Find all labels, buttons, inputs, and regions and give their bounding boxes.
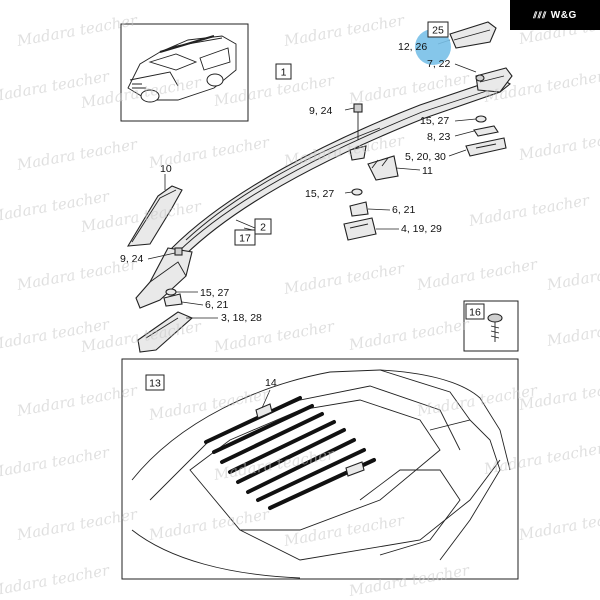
watermark-text: Madara teacher xyxy=(15,505,140,544)
part-label-9-24-left: 9, 24 xyxy=(120,253,144,265)
part-label-10: 10 xyxy=(160,163,172,175)
part-10-cover xyxy=(126,185,183,247)
watermark-text: Madara teacher xyxy=(15,381,140,420)
vehicle-inset xyxy=(120,23,249,122)
part-label-8-23: 8, 23 xyxy=(427,131,451,143)
watermark-text: Madara teacher xyxy=(545,255,600,294)
highlight-marker xyxy=(415,29,451,65)
watermark-text: Madara teacher xyxy=(282,259,407,298)
watermark-text: Madara teacher xyxy=(15,135,140,174)
part-label-13: 13 xyxy=(149,378,161,390)
watermark-text: Madara teacher xyxy=(545,311,600,350)
part-label-14: 14 xyxy=(265,377,277,389)
watermark-text: Madara teacher xyxy=(282,11,407,50)
watermark-text: Madara teacher xyxy=(415,255,540,294)
part-labels: 12, 26 7, 22 9, 24 15, 27 8, 23 5, 20, 3… xyxy=(120,41,451,389)
watermark-text: Madara teacher xyxy=(0,561,111,600)
part-label-16: 16 xyxy=(469,307,481,319)
brand-logo: ⫽⫽⫽ W&G xyxy=(510,0,600,30)
part-label-15-27-left: 15, 27 xyxy=(200,287,229,299)
part-label-6-21-left: 6, 21 xyxy=(205,299,229,311)
roof-rail xyxy=(135,67,513,309)
part-label-6-21-mid: 6, 21 xyxy=(392,204,416,216)
roof-detail-box xyxy=(121,358,519,580)
watermark-text: Madara teacher xyxy=(517,375,600,414)
part-label-3-18-28: 3, 18, 28 xyxy=(221,312,262,324)
part-25-cover xyxy=(449,21,497,49)
boxed-labels: 1 2 17 25 13 16 xyxy=(145,21,485,391)
part-label-5-20-30: 5, 20, 30 xyxy=(405,151,446,163)
part-label-25: 25 xyxy=(432,25,444,37)
part-label-7-22: 7, 22 xyxy=(427,58,451,70)
part-label-1: 1 xyxy=(281,67,287,79)
part-label-2: 2 xyxy=(260,222,266,234)
watermark-text: Madara teacher xyxy=(347,315,472,354)
watermark-text: Madara teacher xyxy=(517,125,600,164)
watermark-text: Madara teacher xyxy=(15,255,140,294)
part-label-9-24-top: 9, 24 xyxy=(309,105,333,117)
logo-mark-icon: ⫽⫽⫽ xyxy=(533,9,547,20)
watermark-text: Madara teacher xyxy=(147,133,272,172)
logo-text: W&G xyxy=(550,9,577,21)
part-label-15-27-mid: 15, 27 xyxy=(305,188,334,200)
watermark-text: Madara teacher xyxy=(467,191,592,230)
part-label-4-19-29: 4, 19, 29 xyxy=(401,223,442,235)
part-label-12-26: 12, 26 xyxy=(398,41,427,53)
watermark-text: Madara teacher xyxy=(0,443,111,482)
watermark-text: Madara teacher xyxy=(517,505,600,544)
part-label-15-27-right: 15, 27 xyxy=(420,115,449,127)
part-label-11: 11 xyxy=(422,165,433,177)
part-label-17: 17 xyxy=(239,233,251,245)
